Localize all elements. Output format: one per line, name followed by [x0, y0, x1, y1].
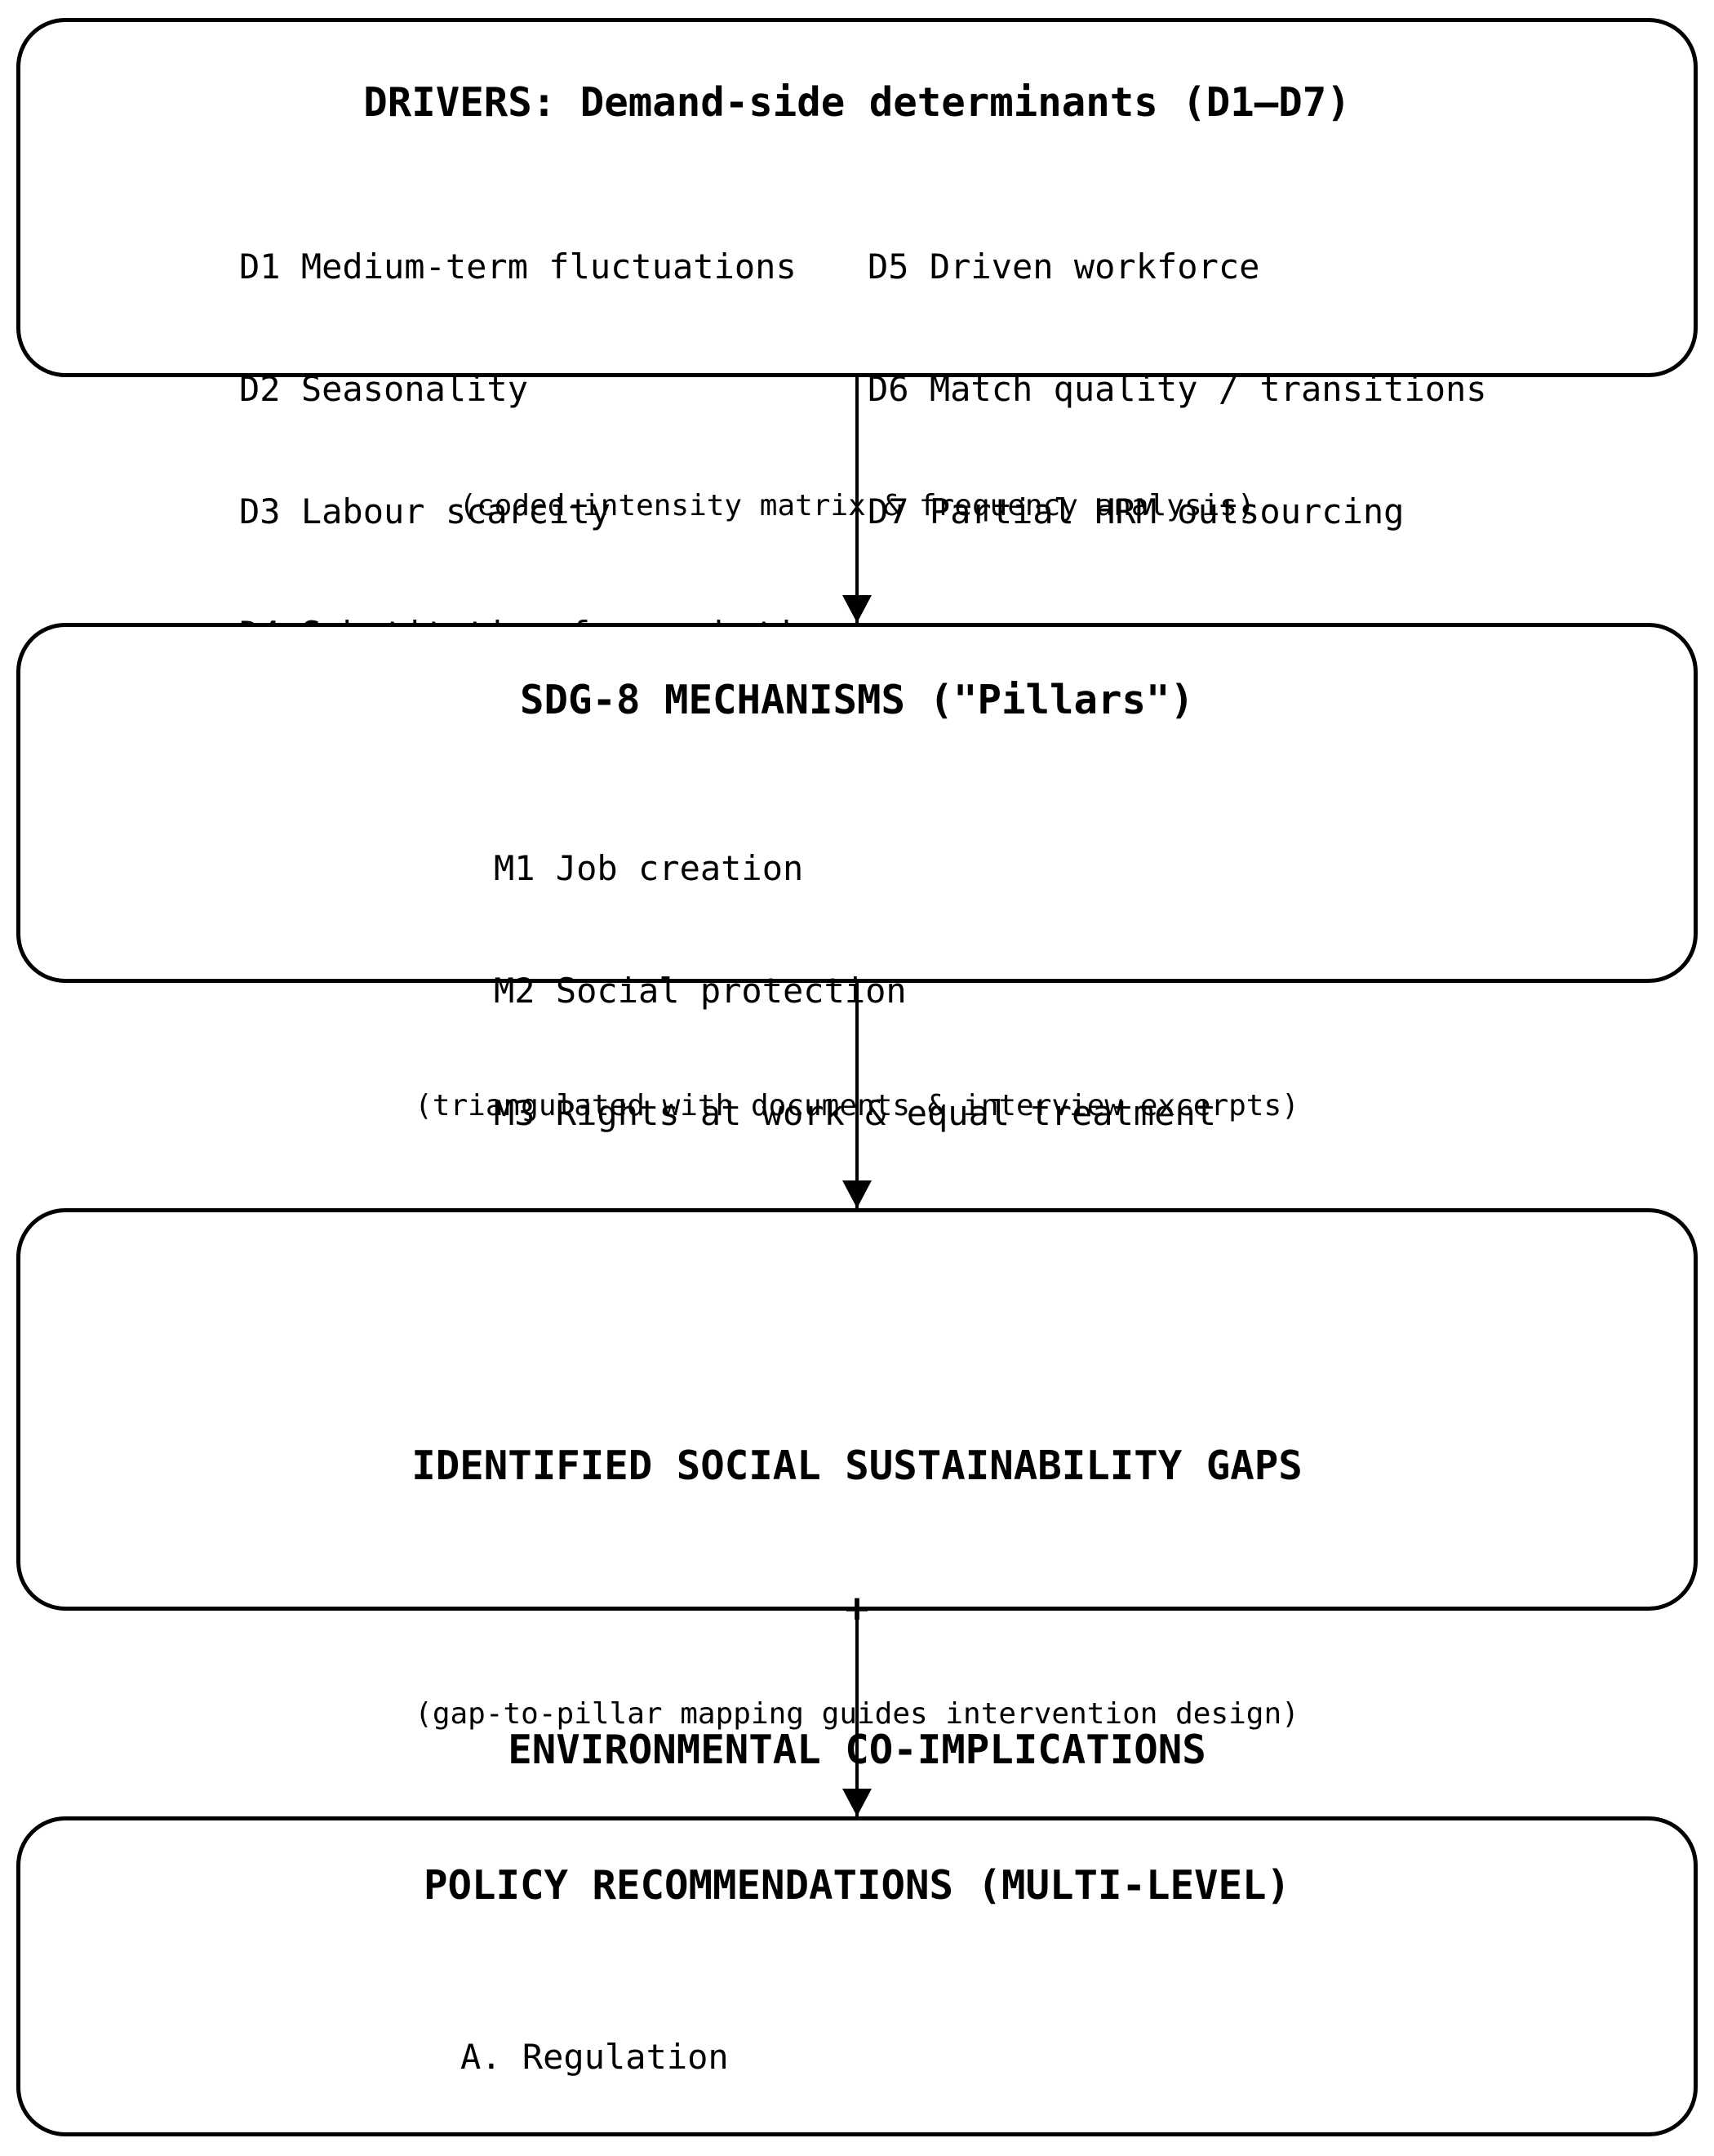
- driver-item: D5 Driven workforce: [868, 247, 1260, 287]
- box-drivers-title: DRIVERS: Demand-side determinants (D1—D7…: [363, 79, 1351, 126]
- driver-item: D1 Medium-term fluctuations: [239, 247, 797, 287]
- driver-item: D6 Match quality / transitions: [868, 369, 1487, 409]
- arrow-down-icon: [842, 1789, 872, 1816]
- driver-item: D3 Labour scarcity: [239, 491, 611, 531]
- arrow-3-stem: [855, 1611, 859, 1816]
- box-policy-recommendations: POLICY RECOMMENDATIONS (MULTI-LEVEL) A. …: [16, 1816, 1698, 2136]
- box-drivers: DRIVERS: Demand-side determinants (D1—D7…: [16, 18, 1698, 654]
- policy-item: A. Regulation: [460, 2037, 729, 2077]
- box-policy-recommendations-title: POLICY RECOMMENDATIONS (MULTI-LEVEL): [423, 1862, 1291, 1909]
- arrow-2-label: (triangulated with documents & interview…: [415, 1089, 1299, 1122]
- mechanism-item: M2 Social protection: [494, 971, 907, 1011]
- driver-item: D7 Partial HRM outsourcing: [868, 491, 1405, 531]
- drivers-right-column: D5 Driven workforce D6 Match quality / t…: [868, 165, 1487, 614]
- mechanism-item: M1 Job creation: [494, 848, 804, 888]
- box-sdg8-mechanisms-title: SDG-8 MECHANISMS ("Pillars"): [519, 677, 1194, 723]
- arrow-down-icon: [842, 595, 872, 623]
- arrow-down-icon: [842, 1180, 872, 1208]
- box-sdg8-mechanisms: SDG-8 MECHANISMS ("Pillars") M1 Job crea…: [16, 623, 1698, 1256]
- arrow-3-label: (gap-to-pillar mapping guides interventi…: [415, 1697, 1299, 1731]
- arrow-1-label: (coded-intensity matrix & frequency anal…: [459, 489, 1255, 522]
- identified-gaps-text: IDENTIFIED SOCIAL SUSTAINABILITY GAPS + …: [20, 1348, 1694, 1869]
- policy-list: A. Regulation B. Industry & user organiz…: [460, 1955, 1224, 2156]
- arrow-2-stem: [855, 983, 859, 1208]
- driver-item: D2 Seasonality: [239, 369, 529, 409]
- gaps-line: IDENTIFIED SOCIAL SUSTAINABILITY GAPS: [411, 1443, 1303, 1489]
- box-identified-gaps: IDENTIFIED SOCIAL SUSTAINABILITY GAPS + …: [16, 1208, 1698, 1773]
- gaps-line: ENVIRONMENTAL CO-IMPLICATIONS: [508, 1727, 1206, 1773]
- mechanism-item: M3 Rights at work & equal treatment: [494, 1093, 1217, 1133]
- arrow-1-stem: [855, 377, 859, 623]
